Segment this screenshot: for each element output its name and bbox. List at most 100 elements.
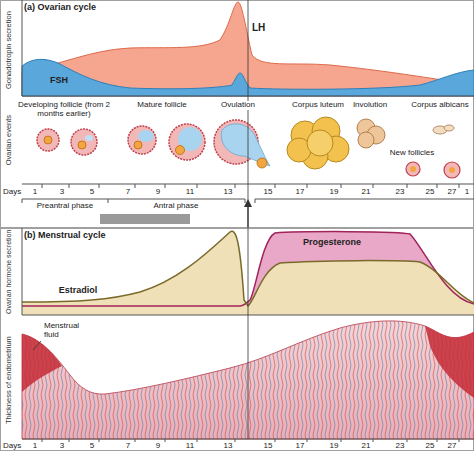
axis-line — [22, 228, 23, 315]
stage-label: Corpus albicans — [410, 101, 469, 110]
day-tick — [341, 439, 342, 442]
day-tick — [235, 439, 236, 442]
involution-lobe — [358, 132, 374, 148]
developing-follicle — [37, 129, 97, 155]
day-tick — [165, 184, 166, 188]
day-number: 27 — [448, 442, 457, 451]
day-number: 15 — [264, 442, 273, 451]
stage-label: New follicles — [389, 149, 435, 158]
stage-label: Involution — [352, 101, 388, 110]
day-tick — [459, 184, 460, 188]
day-number: 5 — [90, 442, 94, 451]
day-tick — [341, 184, 342, 188]
day-tick — [42, 439, 43, 442]
day-tick — [69, 184, 70, 188]
corpus-luteum — [287, 117, 349, 169]
day-number: 19 — [330, 188, 339, 197]
corpus-albicans — [433, 125, 454, 134]
follicle-wall — [444, 162, 460, 178]
day-number: 27 — [448, 188, 457, 197]
mature-follicle — [128, 124, 205, 160]
antrum — [138, 130, 154, 142]
day-tick — [373, 439, 374, 442]
day-tick — [459, 439, 460, 442]
stage-label: Ovulation — [220, 101, 256, 110]
day-number: 11 — [186, 188, 194, 197]
day-tick — [307, 439, 308, 442]
axis-label: Ovarian hormone secretion — [5, 230, 13, 314]
day-number: 23 — [396, 442, 405, 451]
day-tick — [373, 184, 374, 188]
curve-label: LH — [252, 22, 265, 33]
stage-label: Mature follicle — [136, 101, 187, 110]
day-tick — [275, 184, 276, 188]
panel-heading: (a) Ovarian cycle — [24, 3, 96, 13]
follicle-wall — [128, 126, 156, 154]
phase-bracket — [255, 199, 474, 203]
menstrual-shedding — [22, 334, 62, 392]
day-number: 19 — [330, 442, 339, 451]
day-tick — [135, 439, 136, 442]
arrow-head — [244, 199, 252, 207]
stage-label: Corpus luteum — [291, 101, 345, 110]
axis-label: Days — [3, 188, 21, 197]
day-number: 9 — [156, 188, 160, 197]
day-tick — [69, 439, 70, 442]
axis-label: Gonadotropin secretion — [5, 11, 13, 89]
oocyte — [44, 136, 52, 144]
day-number: 7 — [126, 188, 130, 197]
luteal-lobe — [307, 130, 333, 156]
panel-frame — [1, 1, 474, 228]
day-number: 13 — [224, 442, 233, 451]
day-tick — [197, 184, 198, 188]
day-tick — [42, 184, 43, 188]
axis-line — [22, 0, 23, 96]
day-number: 15 — [264, 188, 273, 197]
day-number: 3 — [60, 442, 64, 451]
callout-label: Menstrual fluid — [43, 322, 89, 340]
day-tick — [135, 184, 136, 188]
oocyte — [78, 141, 86, 149]
day-number: 3 — [60, 188, 64, 197]
axis-label: Ovarian events — [5, 115, 13, 165]
follicle-wall — [406, 162, 420, 176]
day-tick — [275, 439, 276, 442]
follicle-wall — [37, 129, 59, 151]
axis-label: Days — [3, 442, 21, 451]
new-follicles — [406, 162, 460, 178]
day-tick — [197, 439, 198, 442]
day-number: 9 — [156, 442, 160, 451]
day-number: 23 — [396, 188, 405, 197]
curve-label: Estradiol — [59, 286, 98, 296]
panel-frame — [1, 229, 474, 451]
albicans-body — [444, 125, 454, 131]
oocyte — [134, 141, 142, 149]
menstrual-shedding — [425, 326, 474, 398]
day-number: 25 — [426, 188, 435, 197]
ovulating-follicle — [214, 120, 270, 168]
curve-label: FSH — [50, 76, 68, 86]
arrow-shaft — [247, 205, 248, 227]
released-oocyte — [257, 158, 267, 168]
oocyte — [449, 167, 455, 173]
curve-label: Progesterone — [303, 238, 361, 248]
day-number: 21 — [362, 188, 371, 197]
day-tick — [407, 439, 408, 442]
ovulation-line — [248, 0, 249, 439]
stage-label: Developing follicle (from 2 months earli… — [11, 101, 117, 119]
follicle-wall — [71, 129, 97, 155]
day-number: 7 — [126, 442, 130, 451]
axis-label: Thickness of endometrium — [5, 336, 13, 424]
day-tick — [235, 184, 236, 188]
day-tick — [407, 184, 408, 188]
day-tick — [437, 184, 438, 188]
panel-heading: (b) Menstrual cycle — [24, 231, 106, 241]
antrum — [85, 135, 93, 141]
phase-label: Preantral phase — [36, 202, 94, 211]
day-number: 5 — [90, 188, 94, 197]
day-number: 11 — [186, 442, 194, 451]
day-tick — [99, 439, 100, 442]
day-number: 25 — [426, 442, 435, 451]
